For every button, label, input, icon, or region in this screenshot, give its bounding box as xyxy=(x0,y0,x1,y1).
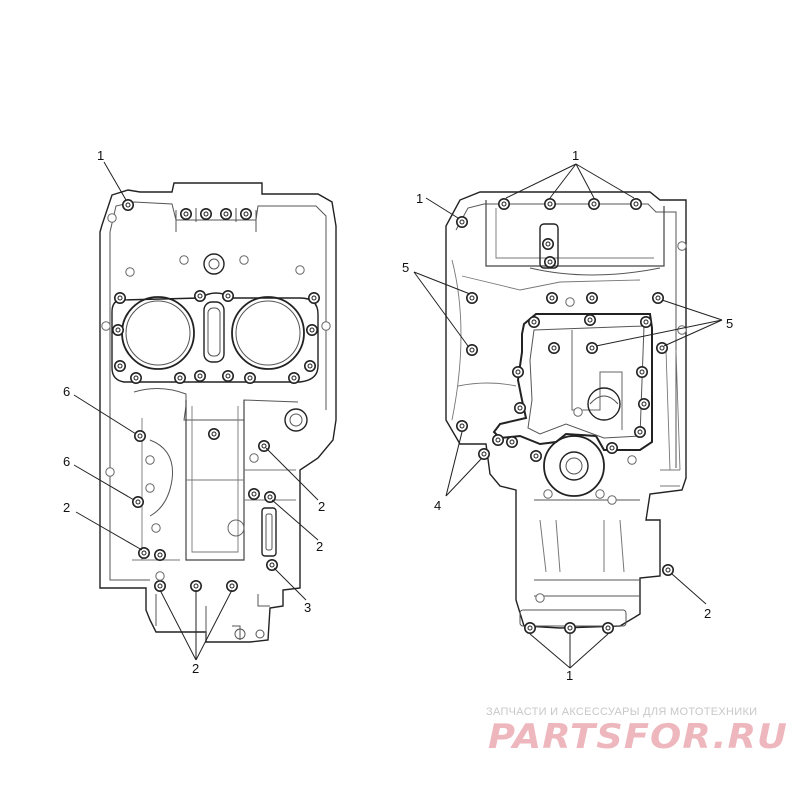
callout-right-4: 4 xyxy=(434,498,441,513)
callout-left-6b: 6 xyxy=(63,454,70,469)
callout-left-1: 1 xyxy=(97,148,104,163)
right-crankcase-half xyxy=(445,191,687,629)
callout-left-2a: 2 xyxy=(63,500,70,515)
left-crankcase-half xyxy=(99,182,337,643)
callout-left-2c: 2 xyxy=(316,539,323,554)
callout-left-2d: 2 xyxy=(192,661,199,676)
callout-right-5-right: 5 xyxy=(726,316,733,331)
callout-labels: 1 6 6 2 2 2 3 2 1 1 5 5 4 2 1 xyxy=(63,148,733,683)
callout-left-3: 3 xyxy=(304,600,311,615)
left-bolts xyxy=(112,199,321,593)
partsfor-logo: PARTSFOR.RU xyxy=(488,717,788,756)
callout-right-2: 2 xyxy=(704,606,711,621)
callout-left-2b: 2 xyxy=(318,499,325,514)
callout-left-6a: 6 xyxy=(63,384,70,399)
right-leader-lines xyxy=(413,163,723,669)
callout-right-1-top: 1 xyxy=(572,148,579,163)
watermark-caption: ЗАПЧАСТИ И АКСЕССУАРЫ ДЛЯ МОТОТЕХНИКИ xyxy=(486,706,758,718)
callout-right-1-bottom: 1 xyxy=(566,668,573,683)
svg-text:PARTSFOR.RU: PARTSFOR.RU xyxy=(488,717,788,756)
left-leader-lines xyxy=(73,161,319,661)
callout-right-5-left: 5 xyxy=(402,260,409,275)
callout-right-1-left: 1 xyxy=(416,191,423,206)
